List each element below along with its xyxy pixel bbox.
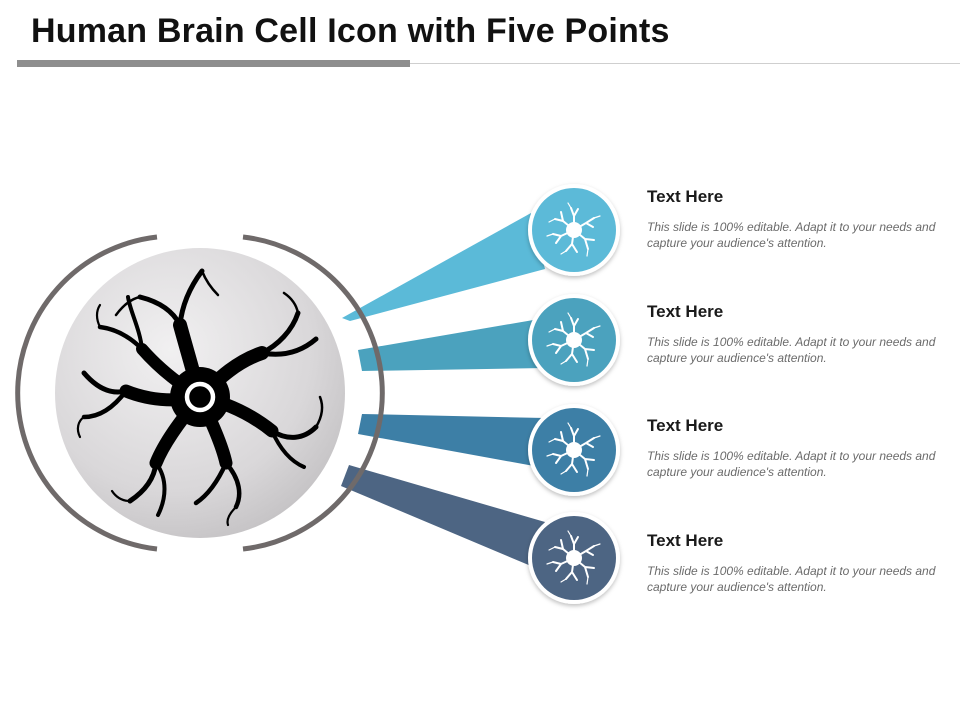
connector-beam-1 xyxy=(342,213,545,321)
connector-beam-2 xyxy=(358,318,545,371)
title-accent-bar xyxy=(17,60,410,67)
point-3-body: This slide is 100% editable. Adapt it to… xyxy=(647,449,936,479)
point-1-body: This slide is 100% editable. Adapt it to… xyxy=(647,220,936,250)
point-2-title: Text Here xyxy=(647,302,724,321)
point-4-body: This slide is 100% editable. Adapt it to… xyxy=(647,564,936,594)
large-neuron-icon xyxy=(76,268,324,527)
connector-beam-3 xyxy=(358,414,545,468)
slide-title: Human Brain Cell Icon with Five Points xyxy=(31,12,670,50)
outer-ring-left-arc xyxy=(15,234,158,552)
point-4-title: Text Here xyxy=(647,531,724,550)
connector-beam-4 xyxy=(341,465,545,566)
point-1-title: Text Here xyxy=(647,187,724,206)
point-2-body: This slide is 100% editable. Adapt it to… xyxy=(647,335,936,365)
outer-ring-right-arc xyxy=(242,234,385,552)
point-3-title: Text Here xyxy=(647,416,724,435)
title-underline xyxy=(17,63,960,64)
